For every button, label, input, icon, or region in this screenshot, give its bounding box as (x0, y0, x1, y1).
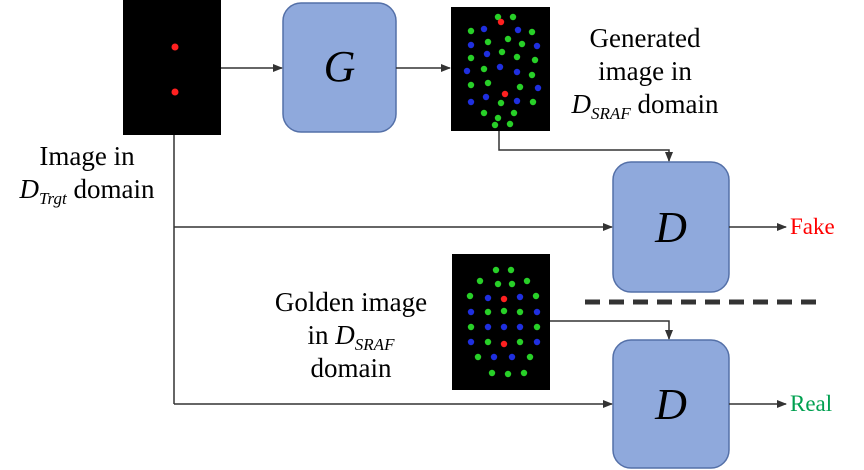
mask-dot (483, 50, 491, 58)
real-label: Real (790, 391, 833, 416)
mask-dot (500, 340, 508, 348)
mask-dot (533, 308, 541, 316)
mask-dot (484, 294, 492, 302)
mask-dot (532, 292, 540, 300)
mask-dot (491, 121, 499, 129)
mask-dot (484, 338, 492, 346)
input-image (123, 0, 221, 135)
mask-dot (516, 338, 524, 346)
mask-dot (480, 25, 488, 33)
mask-dot (528, 71, 536, 79)
mask-dot (467, 27, 475, 35)
input-image-caption: Image in DTrgt domain (19, 141, 155, 208)
mask-dot (500, 307, 508, 315)
arrow-generated-to-discriminator (498, 131, 673, 162)
mask-dot (528, 28, 536, 36)
mask-dot (484, 79, 492, 87)
mask-dot (516, 323, 524, 331)
mask-dot (508, 280, 516, 288)
mask-dot (516, 293, 524, 301)
mask-dot (513, 53, 521, 61)
mask-dot (497, 99, 505, 107)
golden-image-dots (466, 266, 541, 378)
mask-dot (534, 84, 542, 92)
mask-dot (480, 65, 488, 73)
mask-dot (488, 369, 496, 377)
mask-dot (510, 109, 518, 117)
mask-dot (474, 353, 482, 361)
mask-dot (533, 323, 541, 331)
mask-dot (516, 308, 524, 316)
mask-dot (490, 353, 498, 361)
mask-dot (467, 338, 475, 346)
mask-dot (467, 98, 475, 106)
mask-dot (498, 48, 506, 56)
mask-dot (466, 292, 474, 300)
mask-dot (476, 277, 484, 285)
mask-dot (504, 35, 512, 43)
mask-dot (484, 323, 492, 331)
mask-dot (497, 18, 505, 26)
arrow-golden-to-discriminator (550, 320, 673, 340)
input-dot (171, 43, 179, 51)
mask-dot (480, 109, 488, 117)
mask-dot (506, 120, 514, 128)
mask-dot (514, 26, 522, 34)
mask-dot (520, 369, 528, 377)
mask-dot (494, 114, 502, 122)
generator-label: G (323, 42, 356, 91)
mask-dot (516, 83, 524, 91)
generated-image-dots (463, 13, 542, 129)
mask-dot (467, 308, 475, 316)
mask-dot (518, 40, 526, 48)
mask-dot (467, 323, 475, 331)
mask-dot (463, 67, 471, 75)
fake-label: Fake (790, 214, 835, 239)
mask-dot (513, 68, 521, 76)
generated-image-caption: Generated image in DSRAF domain (571, 23, 719, 123)
mask-dot (504, 370, 512, 378)
mask-dot (508, 353, 516, 361)
mask-dot (529, 98, 537, 106)
mask-dot (531, 56, 539, 64)
mask-dot (484, 308, 492, 316)
mask-dot (500, 295, 508, 303)
mask-dot (533, 338, 541, 346)
mask-dot (533, 42, 541, 50)
mask-dot (496, 63, 504, 71)
mask-dot (467, 54, 475, 62)
mask-dot (513, 97, 521, 105)
mask-dot (526, 353, 534, 361)
mask-dot (494, 13, 502, 21)
mask-dot (500, 323, 508, 331)
mask-dot (509, 13, 517, 21)
mask-dot (467, 81, 475, 89)
mask-dot (492, 266, 500, 274)
mask-dot (507, 266, 515, 274)
mask-dot (484, 38, 492, 46)
mask-dot (494, 280, 502, 288)
discriminator-top-label: D (655, 203, 687, 252)
golden-image-caption: Golden image in DSRAF domain (274, 287, 428, 383)
golden-image (452, 254, 550, 390)
mask-dot (523, 277, 531, 285)
mask-dot (501, 90, 509, 98)
input-dot (171, 88, 179, 96)
mask-dot (482, 93, 490, 101)
mask-dot (467, 41, 475, 49)
discriminator-bottom-label: D (655, 380, 687, 429)
